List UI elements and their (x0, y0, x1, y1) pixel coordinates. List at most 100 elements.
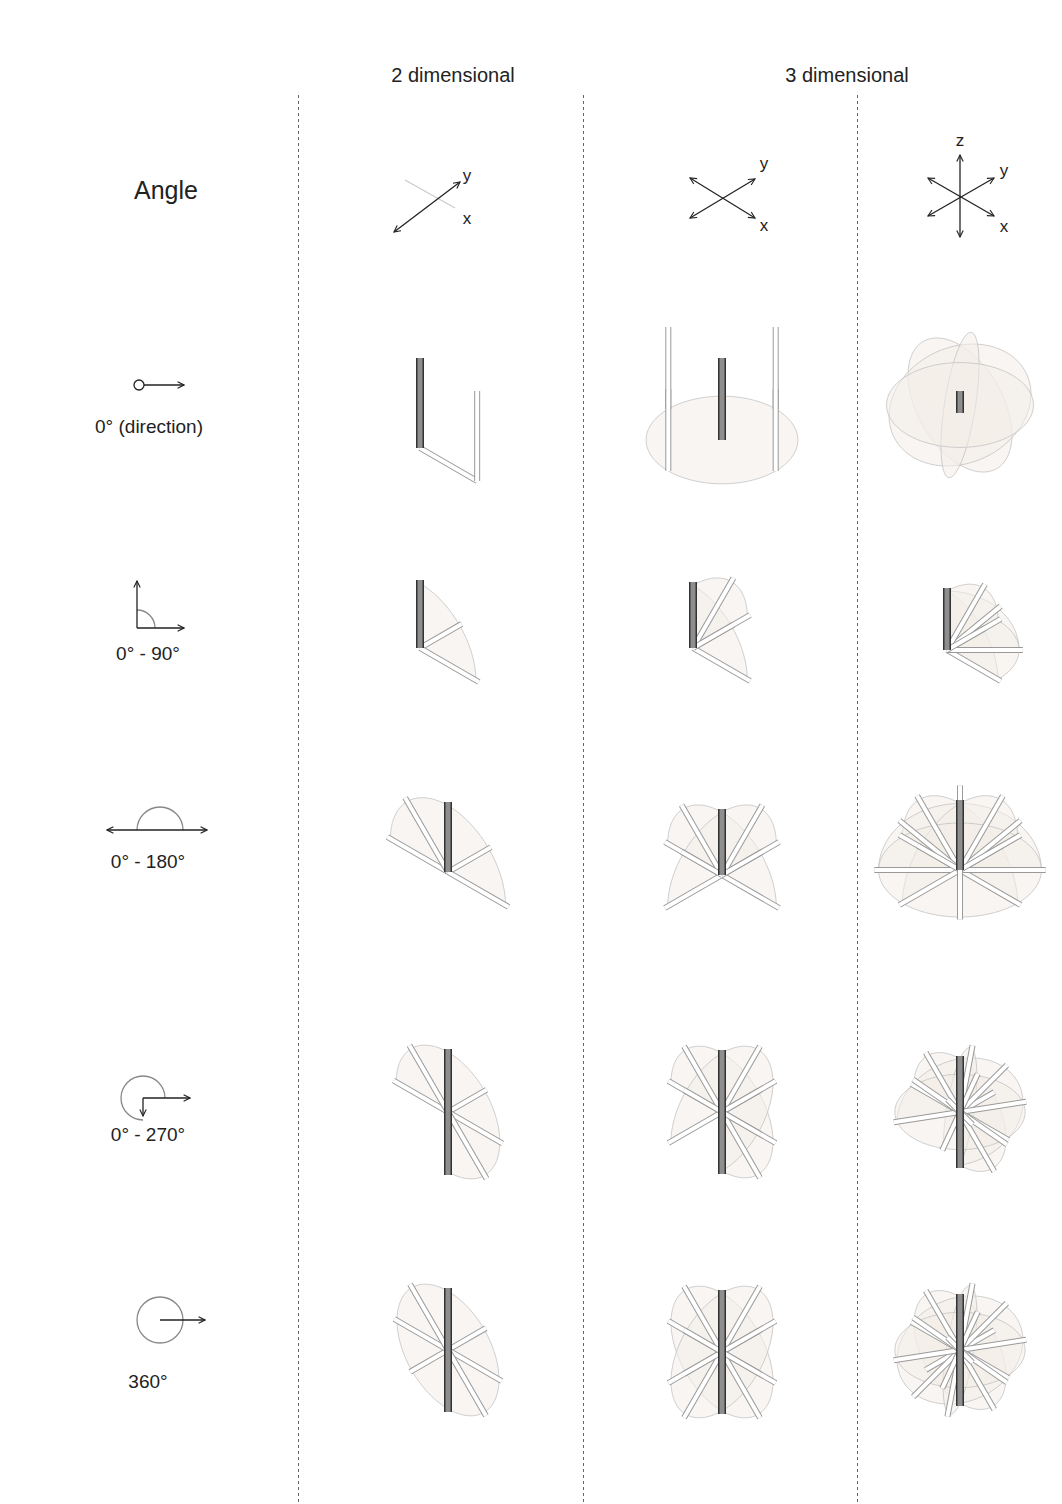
stick-fill (894, 1350, 960, 1360)
stick-outline (960, 1350, 1007, 1382)
axis-label: y (463, 167, 472, 186)
column-header: 3 dimensional (785, 64, 908, 86)
stick-outline (722, 1352, 760, 1374)
direction-arrow (160, 1319, 205, 1320)
stick-outline (917, 796, 960, 870)
angle-arc (137, 807, 183, 830)
axis-icons (394, 155, 994, 237)
stick-fill (410, 1350, 448, 1372)
angle-label: 360° (128, 1372, 167, 1393)
main-stick-fill (446, 1288, 451, 1412)
axis-label: y (760, 155, 769, 174)
stick-outline (913, 1318, 960, 1350)
stick-fill (917, 796, 960, 870)
stick-outline (947, 606, 1001, 650)
stick-outline (682, 852, 722, 875)
stick-outline (410, 1350, 448, 1372)
axis-arrow (928, 178, 994, 216)
stick-fill (668, 1352, 722, 1383)
stick-outline (917, 845, 960, 870)
stick-outline (894, 1112, 960, 1122)
stick-fill (666, 389, 670, 471)
stick-fill (960, 870, 1021, 905)
stick-outline (448, 847, 491, 872)
main-stick-fill (720, 358, 725, 440)
main-stick-fill (446, 802, 451, 872)
main-stick (943, 588, 951, 650)
axis-label: x (1000, 218, 1009, 237)
rotation-plane (887, 363, 1034, 448)
main-stick-fill (418, 358, 423, 448)
rotation-plane (671, 1286, 773, 1418)
stick-fill (774, 389, 778, 471)
direction-arrow (107, 829, 207, 830)
direction-arrow (144, 384, 184, 385)
stick-outline (684, 1046, 722, 1112)
stick-fill (917, 845, 960, 870)
origin-dot (134, 380, 144, 390)
stick-outline (448, 1328, 486, 1350)
stick-fill (874, 868, 960, 872)
stick-fill (947, 619, 1001, 650)
direction-arrow (136, 581, 137, 628)
stick-fill (894, 1112, 960, 1122)
stick-outline (957, 786, 963, 870)
stick-fill (722, 1112, 760, 1134)
stick-fill (960, 1340, 1026, 1350)
stick-fill (960, 868, 1046, 872)
stick-fill (947, 648, 1023, 652)
row-header: Angle (134, 177, 198, 205)
stick-fill (420, 648, 479, 682)
stick-fill (405, 798, 448, 872)
rotation-plane (396, 1045, 500, 1179)
angle-icons (107, 380, 207, 1343)
main-stick (956, 800, 964, 870)
main-stick-fill (720, 809, 725, 875)
main-stick-fill (958, 1294, 963, 1406)
stick-outline (684, 1286, 722, 1352)
angle-arc (137, 610, 155, 628)
stick-outline (722, 842, 779, 875)
axis-label: z (956, 132, 965, 151)
stick-fill (448, 872, 509, 907)
rotation-plane (693, 578, 747, 648)
stick-fill (947, 650, 1001, 681)
main-stick-fill (720, 1050, 725, 1174)
stick-fill (693, 615, 750, 648)
stick-outline (448, 1090, 487, 1112)
stick-outline (693, 648, 750, 681)
stick-outline (682, 805, 722, 875)
stick-fill (684, 1330, 722, 1352)
stick-outline (960, 1102, 1026, 1112)
angle-label: 0° - 270° (111, 1125, 185, 1146)
axis-arrow (690, 179, 755, 218)
stick-fill (448, 1350, 486, 1416)
divider (583, 95, 584, 1504)
stick-fill (722, 1321, 776, 1352)
stick-fill (899, 870, 960, 905)
stick-outline (409, 1045, 448, 1112)
stick-fill (682, 852, 722, 875)
stick-fill (420, 624, 462, 648)
stick-outline (960, 1340, 1026, 1350)
main-stick-fill (691, 582, 696, 648)
stick-outline (665, 389, 671, 471)
stick-fill (409, 1045, 448, 1112)
axis-arrow (928, 178, 994, 216)
stick-fill (682, 805, 722, 875)
stick-fill (448, 847, 491, 872)
stick-outline (722, 875, 779, 908)
stick-outline (947, 650, 1001, 681)
stick-outline (894, 1350, 960, 1360)
stick-fill (693, 648, 750, 681)
stick-fill (420, 448, 477, 481)
axis-label: x (760, 217, 769, 236)
main-stick (689, 582, 697, 648)
stick-fill (722, 842, 779, 875)
stick-outline (947, 619, 1001, 650)
axis-arrow (394, 182, 460, 232)
stick-fill (958, 870, 962, 919)
stick-outline (722, 1081, 776, 1112)
